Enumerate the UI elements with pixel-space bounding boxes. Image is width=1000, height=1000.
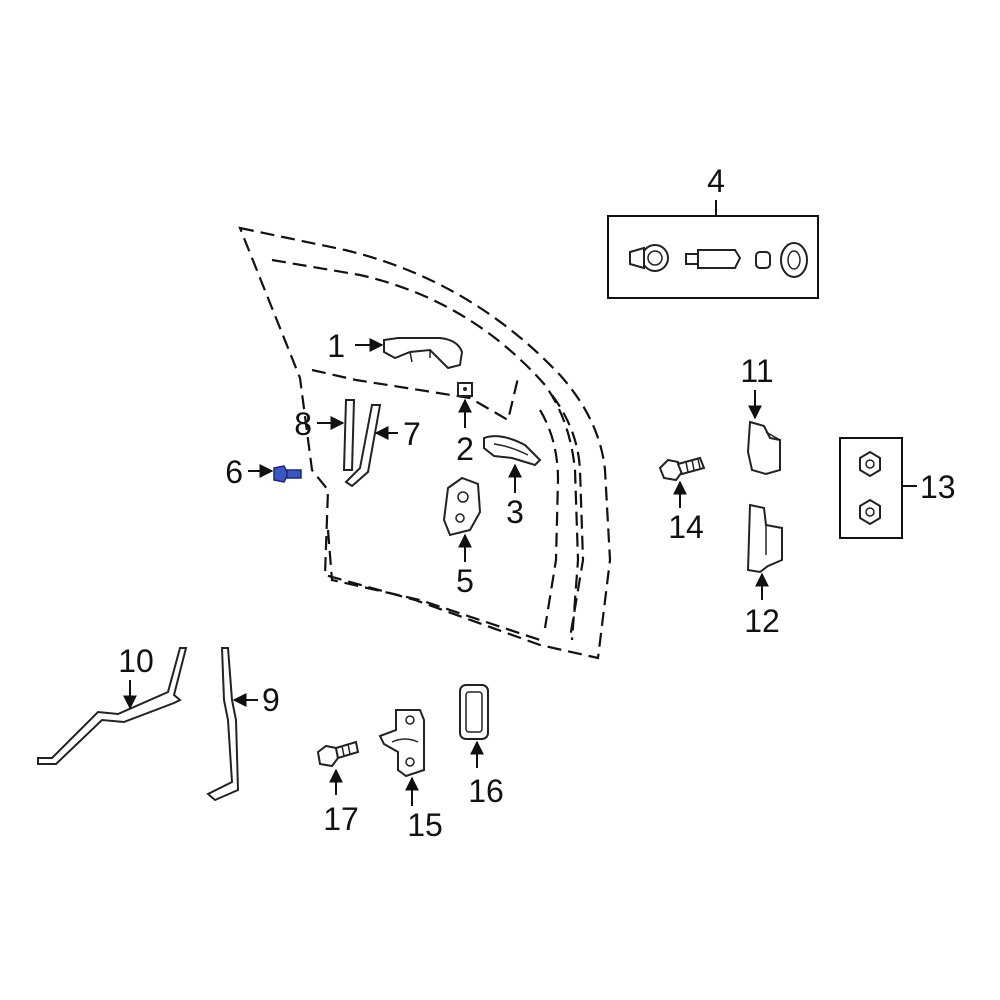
part-14-hinge-bolt xyxy=(658,456,706,482)
part-7-lock-rod xyxy=(344,404,382,488)
hex-nut-icon xyxy=(859,498,881,526)
part-10-cable xyxy=(37,647,188,765)
callout-8: 8 xyxy=(294,406,312,442)
part-15-striker xyxy=(378,709,425,778)
part-6-bolt-highlighted xyxy=(273,465,302,483)
part-11-upper-hinge xyxy=(746,420,781,476)
callout-9: 9 xyxy=(262,682,280,718)
part-9-long-rod xyxy=(206,647,240,802)
callout-16: 16 xyxy=(468,773,504,809)
part-8-handle-rod xyxy=(342,399,356,471)
part-2-clip xyxy=(457,382,473,397)
callout-6: 6 xyxy=(225,454,243,490)
callout-5: 5 xyxy=(456,563,474,599)
callout-2: 2 xyxy=(456,431,474,467)
callout-17: 17 xyxy=(323,801,359,837)
callout-15: 15 xyxy=(407,807,443,843)
callout-7: 7 xyxy=(403,416,421,452)
callout-13: 13 xyxy=(920,469,956,505)
callout-11: 11 xyxy=(740,353,773,389)
lock-housing-icon xyxy=(629,244,669,272)
callout-3: 3 xyxy=(506,494,524,530)
door-shell-outline xyxy=(238,226,612,660)
part-13-hinge-nuts xyxy=(839,437,903,539)
lock-cylinder-icon xyxy=(685,249,742,269)
part-4-lock-cylinder-kit xyxy=(607,215,819,299)
lock-seal-icon xyxy=(755,251,771,269)
callout-4: 4 xyxy=(707,163,725,199)
callout-12: 12 xyxy=(744,603,780,639)
callout-10: 10 xyxy=(118,643,154,679)
part-1-outside-handle xyxy=(383,337,464,370)
callout-14: 14 xyxy=(668,509,704,545)
callout-1: 1 xyxy=(327,328,345,364)
part-5-door-latch xyxy=(442,476,482,537)
part-12-lower-hinge xyxy=(746,503,783,574)
part-17-striker-bolt xyxy=(316,740,360,768)
part-3-inside-handle xyxy=(483,435,542,467)
lock-bezel-icon xyxy=(780,242,808,278)
hex-nut-icon xyxy=(859,450,881,478)
part-16-striker-shim xyxy=(459,684,489,740)
